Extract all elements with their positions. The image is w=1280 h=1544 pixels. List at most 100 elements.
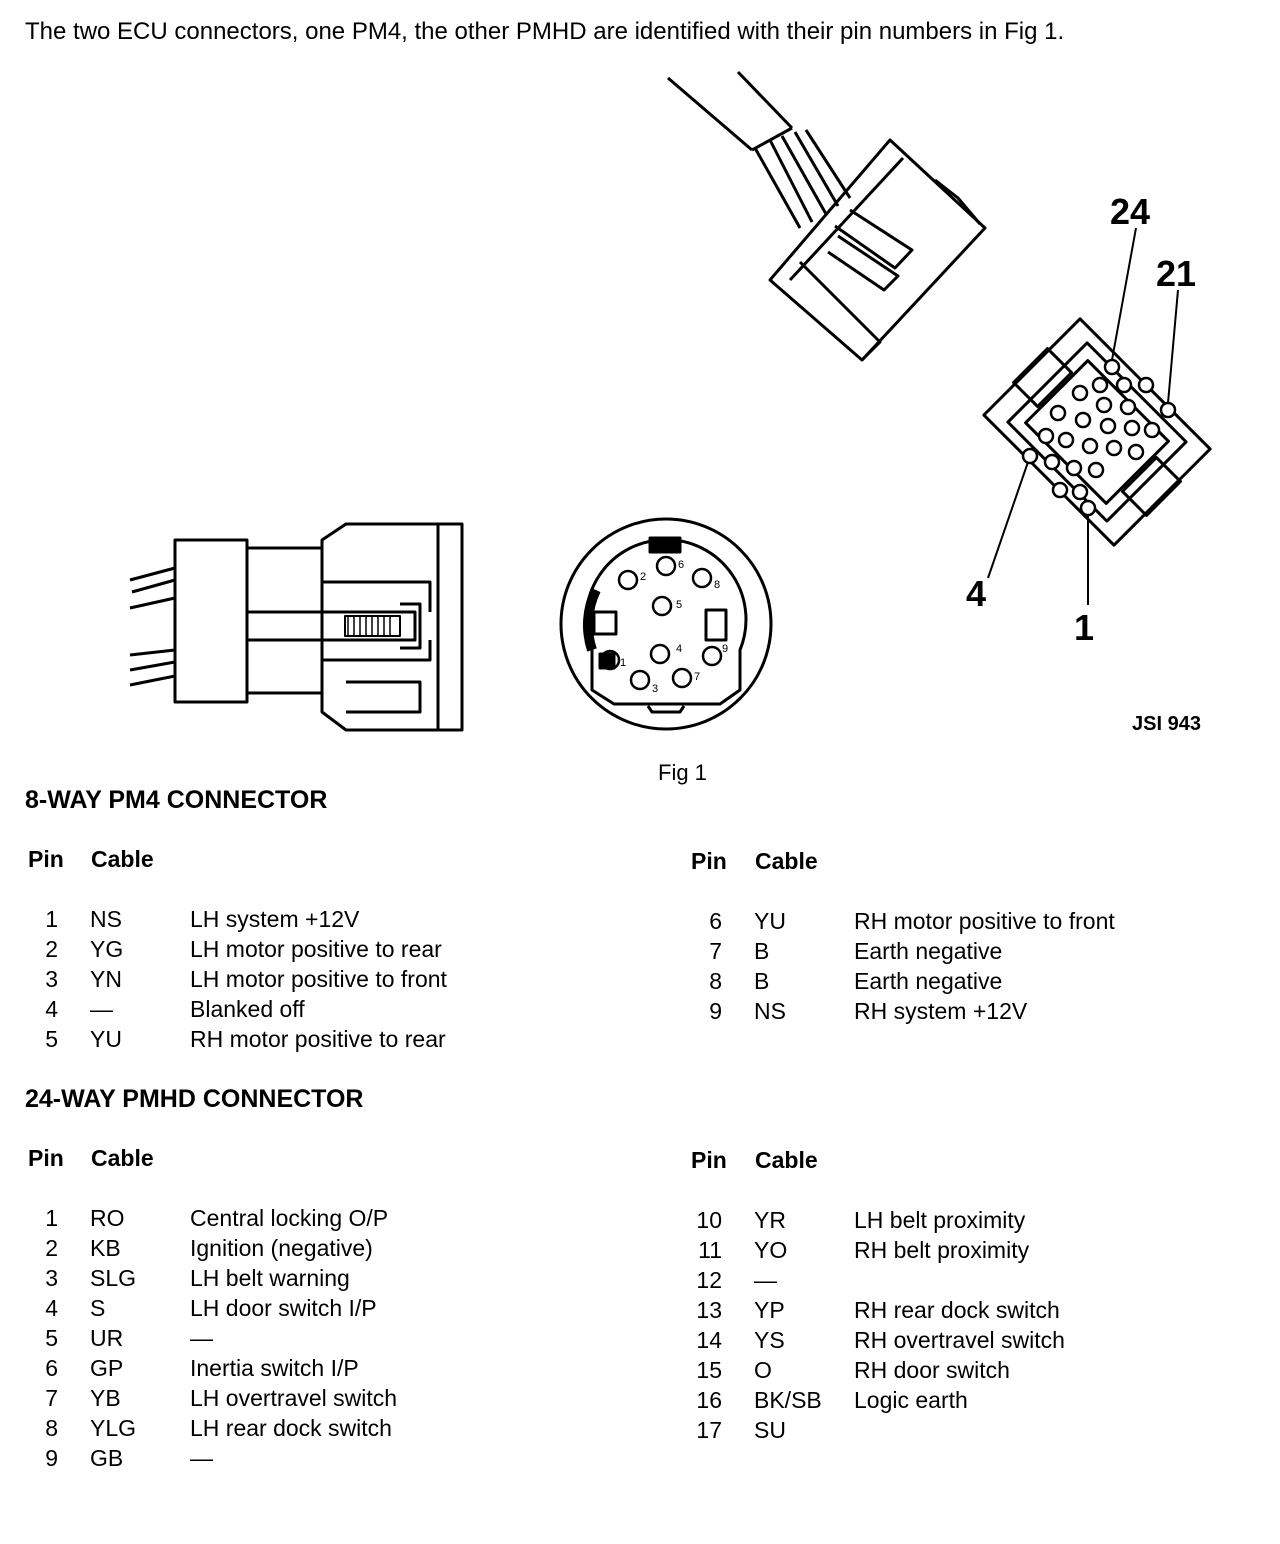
- pm4-left-cable-header: Cable: [91, 846, 154, 872]
- pmhd-connector-face: [982, 317, 1212, 547]
- pin-description: RH motor positive to rear: [190, 1026, 446, 1052]
- cable-code: KB: [90, 1235, 121, 1261]
- pm4-pin-number: 8: [714, 579, 720, 591]
- pm4-pin-number: 6: [678, 559, 684, 571]
- pin-description: LH door switch I/P: [190, 1295, 377, 1321]
- pin-number: 9: [709, 998, 722, 1024]
- pm4-section-title: 8-WAY PM4 CONNECTOR: [25, 786, 328, 814]
- pm4-pin-number: 2: [640, 571, 646, 583]
- intro-text: The two ECU connectors, one PM4, the oth…: [25, 18, 1065, 45]
- pin-description: Earth negative: [854, 968, 1003, 994]
- pin-number: 6: [709, 908, 722, 934]
- pin-description: RH system +12V: [854, 998, 1028, 1024]
- cable-code: SU: [754, 1417, 786, 1443]
- pmhd-left-cable-header: Cable: [91, 1145, 154, 1171]
- cable-code: YS: [754, 1327, 785, 1353]
- cable-code: NS: [90, 906, 122, 932]
- pin-description: RH belt proximity: [854, 1237, 1030, 1263]
- pin-number: 15: [696, 1357, 722, 1383]
- cable-code: O: [754, 1357, 772, 1383]
- cable-code: YB: [90, 1385, 121, 1411]
- pm4-pin-number: 3: [652, 683, 658, 695]
- pin-description: RH motor positive to front: [854, 908, 1115, 934]
- pin-number: 16: [696, 1387, 722, 1413]
- pmhd-right-pin-header: Pin: [691, 1147, 727, 1173]
- cable-code: —: [754, 1267, 777, 1293]
- pin-description: RH door switch: [854, 1357, 1010, 1383]
- pin-number: 14: [696, 1327, 722, 1353]
- pin-number: 10: [696, 1207, 722, 1233]
- pin-description: LH belt proximity: [854, 1207, 1026, 1233]
- pin-number: 9: [45, 1445, 58, 1471]
- cable-code: UR: [90, 1325, 124, 1351]
- pin-description: RH overtravel switch: [854, 1327, 1065, 1353]
- figure-caption: Fig 1: [658, 760, 707, 785]
- pin-description: Blanked off: [190, 996, 305, 1022]
- pin-number: 4: [45, 1295, 58, 1321]
- pin-description: LH motor positive to front: [190, 966, 447, 992]
- pin-number: 2: [45, 936, 58, 962]
- pm4-right-pin-header: Pin: [691, 848, 727, 874]
- pm4-end-view: [559, 517, 773, 731]
- cable-code: NS: [754, 998, 786, 1024]
- pin-number: 17: [696, 1417, 722, 1443]
- pin-description: Earth negative: [854, 938, 1003, 964]
- pin-number: 8: [45, 1415, 58, 1441]
- cable-code: B: [754, 938, 770, 964]
- cable-code: SLG: [90, 1265, 137, 1291]
- cable-code: YU: [754, 908, 786, 934]
- pin-description: Logic earth: [854, 1387, 968, 1413]
- connector-figure: 1 2 3 4 5 6 7 8 9 24 21 4 1 JSI 943: [129, 70, 1212, 735]
- cable-code: GB: [90, 1445, 124, 1471]
- cable-code: YO: [754, 1237, 788, 1263]
- pmhd-pin-label-4: 4: [966, 573, 986, 614]
- pin-number: 4: [45, 996, 58, 1022]
- pm4-pin-number: 5: [676, 599, 682, 611]
- pm4-pin-numbers: 1 2 3 4 5 6 7 8 9: [620, 559, 728, 695]
- pin-number: 3: [45, 1265, 58, 1291]
- cable-code: YU: [90, 1026, 122, 1052]
- pin-number: 8: [709, 968, 722, 994]
- pin-description: Ignition (negative): [190, 1235, 373, 1261]
- pmhd-right-cable-header: Cable: [755, 1147, 818, 1173]
- pin-description: LH system +12V: [190, 906, 360, 932]
- pin-number: 1: [45, 1205, 58, 1231]
- pin-description: LH belt warning: [190, 1265, 350, 1291]
- pin-description: LH overtravel switch: [190, 1385, 398, 1411]
- pin-number: 7: [45, 1385, 58, 1411]
- pin-description: RH rear dock switch: [854, 1297, 1060, 1323]
- pin-number: 7: [709, 938, 722, 964]
- pin-number: 13: [696, 1297, 722, 1323]
- pmhd-left-pin-header: Pin: [28, 1145, 64, 1171]
- pm4-end-view-pins: [599, 555, 723, 691]
- pm4-right-cable-header: Cable: [755, 848, 818, 874]
- cable-code: YG: [90, 936, 124, 962]
- pin-description: LH motor positive to rear: [190, 936, 442, 962]
- figure-reference: JSI 943: [1132, 713, 1201, 735]
- pmhd-pin-holes: [1021, 358, 1177, 517]
- cable-code: YP: [754, 1297, 785, 1323]
- pm4-pin-number: 7: [694, 671, 700, 683]
- pmhd-pin-label-21: 21: [1156, 253, 1196, 294]
- pin-number: 5: [45, 1325, 58, 1351]
- pin-number: 2: [45, 1235, 58, 1261]
- pin-number: 6: [45, 1355, 58, 1381]
- pin-description: —: [190, 1445, 213, 1471]
- pin-description: Inertia switch I/P: [190, 1355, 359, 1381]
- cable-code: —: [90, 996, 113, 1022]
- pmhd-callouts: 24 21 4 1: [966, 191, 1196, 648]
- pin-number: 12: [696, 1267, 722, 1293]
- pm4-pin-number: 4: [676, 643, 682, 655]
- pin-description: —: [190, 1325, 213, 1351]
- pmhd-section-title: 24-WAY PMHD CONNECTOR: [25, 1085, 364, 1113]
- pm4-side-view: [129, 522, 464, 732]
- cable-code: B: [754, 968, 770, 994]
- pmhd-plug-drawing: [667, 70, 987, 362]
- cable-code: S: [90, 1295, 106, 1321]
- cable-code: RO: [90, 1205, 125, 1231]
- pmhd-pin-label-1: 1: [1074, 607, 1094, 648]
- pm4-pin-number: 9: [722, 643, 728, 655]
- pm4-pin-number: 1: [620, 657, 626, 669]
- pin-number: 1: [45, 906, 58, 932]
- cable-code: BK/SB: [754, 1387, 822, 1413]
